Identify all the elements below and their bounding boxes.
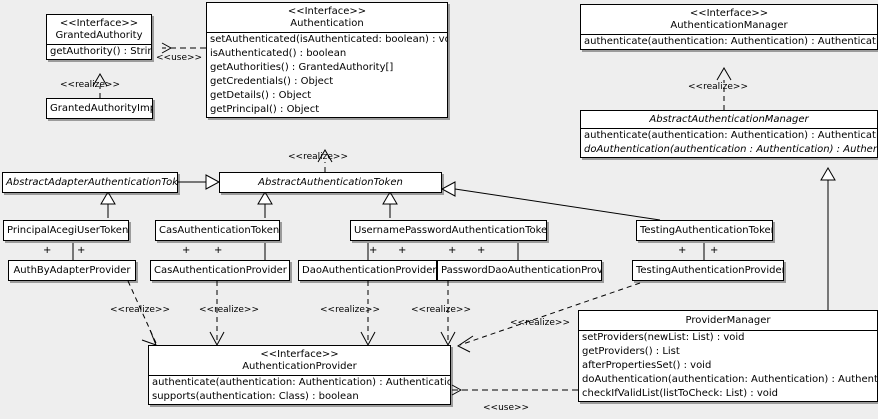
association-marker-plus: + [77,245,86,256]
edge-label-realize-password-dao-authentication-provider: <<realize>> [411,305,471,315]
edge-label-realize-dao-authentication-provider: <<realize>> [320,305,380,315]
association-marker-plus: + [448,245,457,256]
class-name: AbstractAdapterAuthenticationToken [6,177,178,188]
edge-label-realize-granted-authority-impl: <<realize>> [60,80,120,90]
class-name: AuthByAdapterProvider [13,265,131,276]
class-granted-authority-impl[interactable]: GrantedAuthorityImpl [46,98,153,119]
operation: getDetails() : Object [210,90,312,101]
operations-compartment: setProviders(newList: List) : void getPr… [579,330,877,401]
association-marker-plus: + [182,245,191,256]
class-granted-authority[interactable]: <<Interface>> GrantedAuthority getAuthor… [46,14,152,60]
operations-compartment: authenticate(authentication: Authenticat… [149,375,450,404]
class-provider-manager[interactable]: ProviderManager setProviders(newList: Li… [578,310,878,402]
operation: authenticate(authentication: Authenticat… [152,377,451,388]
class-name: CasAuthenticationToken [159,225,280,236]
association-marker-plus: + [477,245,486,256]
operation: authenticate(authentication: Authenticat… [584,36,878,47]
class-stereotype: <<Interface>> [260,349,339,360]
edge-label-realize-testing-authentication-provider: <<realize>> [510,318,570,328]
operation: setProviders(newList: List) : void [582,332,745,343]
class-name: Authentication [290,18,364,29]
edge-label-realize-abstract-authentication-token: <<realize>> [288,152,348,162]
class-name: AuthenticationManager [670,20,788,31]
operation: supports(authentication: Class) : boolea… [152,391,359,402]
class-name: PasswordDaoAuthenticationProvider [441,265,601,276]
class-stereotype: <<Interface>> [287,6,367,17]
class-name: PrincipalAcegiUserToken [7,225,129,236]
edge-label-realize-cas-authentication-provider: <<realize>> [199,305,259,315]
class-name: DaoAuthenticationProvider [302,265,437,276]
class-testing-authentication-token[interactable]: TestingAuthenticationToken [636,220,773,241]
class-authentication[interactable]: <<Interface>> Authentication setAuthenti… [206,2,448,118]
operation: afterPropertiesSet() : void [582,360,712,371]
class-password-dao-authentication-provider[interactable]: PasswordDaoAuthenticationProvider [437,260,602,281]
class-name: UsernamePasswordAuthenticationToken [354,225,547,236]
class-stereotype: <<Interface>> [59,18,139,29]
edge-label-realize-auth-by-adapter-provider: <<realize>> [110,305,170,315]
edge-label-realize-abstract-authentication-manager: <<realize>> [688,82,748,92]
class-username-password-authentication-token[interactable]: UsernamePasswordAuthenticationToken [350,220,547,241]
class-name: TestingAuthenticationToken [640,225,773,236]
operations-compartment: setAuthenticated(isAuthenticated: boolea… [207,32,447,117]
operation: getAuthority() : String [50,46,152,57]
class-name: AuthenticationProvider [242,361,357,372]
class-name: AbstractAuthenticationManager [649,114,809,125]
operation: authenticate(authentication: Authenticat… [584,130,878,141]
class-dao-authentication-provider[interactable]: DaoAuthenticationProvider [298,260,437,281]
association-marker-plus: + [214,245,223,256]
class-name: ProviderManager [685,315,771,326]
class-testing-authentication-provider[interactable]: TestingAuthenticationProvider [632,260,784,281]
operation: doAuthentication(authentication : Authen… [584,144,877,155]
class-principal-acegi-user-token[interactable]: PrincipalAcegiUserToken [3,220,129,241]
association-marker-plus: + [710,245,719,256]
class-name: GrantedAuthorityImpl [50,103,153,114]
edge-label-use-provider-manager: <<use>> [483,403,530,413]
class-authentication-manager[interactable]: <<Interface>> AuthenticationManager auth… [580,4,878,50]
operation: setAuthenticated(isAuthenticated: boolea… [210,34,448,45]
association-marker-plus: + [369,245,378,256]
class-name: TestingAuthenticationProvider [636,265,784,276]
operation: checkIfValidList(listToCheck: List) : vo… [582,388,779,399]
class-abstract-authentication-manager[interactable]: AbstractAuthenticationManager authentica… [580,110,878,158]
class-auth-by-adapter-provider[interactable]: AuthByAdapterProvider [8,260,136,281]
operation: isAuthenticated() : boolean [210,48,347,59]
class-name: GrantedAuthority [55,30,143,41]
operation: getCredentials() : Object [210,76,334,87]
operations-compartment: authenticate(authentication: Authenticat… [581,128,877,157]
operations-compartment: authenticate(authentication: Authenticat… [581,34,877,49]
class-name: AbstractAuthenticationToken [258,177,403,188]
class-abstract-authentication-token[interactable]: AbstractAuthenticationToken [219,172,442,193]
class-cas-authentication-token[interactable]: CasAuthenticationToken [155,220,280,241]
class-cas-authentication-provider[interactable]: CasAuthenticationProvider [150,260,290,281]
association-marker-plus: + [43,245,52,256]
class-abstract-adapter-authentication-token[interactable]: AbstractAdapterAuthenticationToken [2,172,178,193]
class-authentication-provider[interactable]: <<Interface>> AuthenticationProvider aut… [148,345,451,405]
operation: getProviders() : List [582,346,680,357]
association-marker-plus: + [398,245,407,256]
operations-compartment: getAuthority() : String [47,44,151,59]
edge-label-use-authentication-granted-authority: <<use>> [156,53,203,63]
class-stereotype: <<Interface>> [689,8,769,19]
operation: doAuthentication(authentication: Authent… [582,374,878,385]
operation: getPrincipal() : Object [210,104,320,115]
operation: getAuthorities() : GrantedAuthority[] [210,62,394,73]
association-marker-plus: + [678,245,687,256]
class-name: CasAuthenticationProvider [154,265,287,276]
